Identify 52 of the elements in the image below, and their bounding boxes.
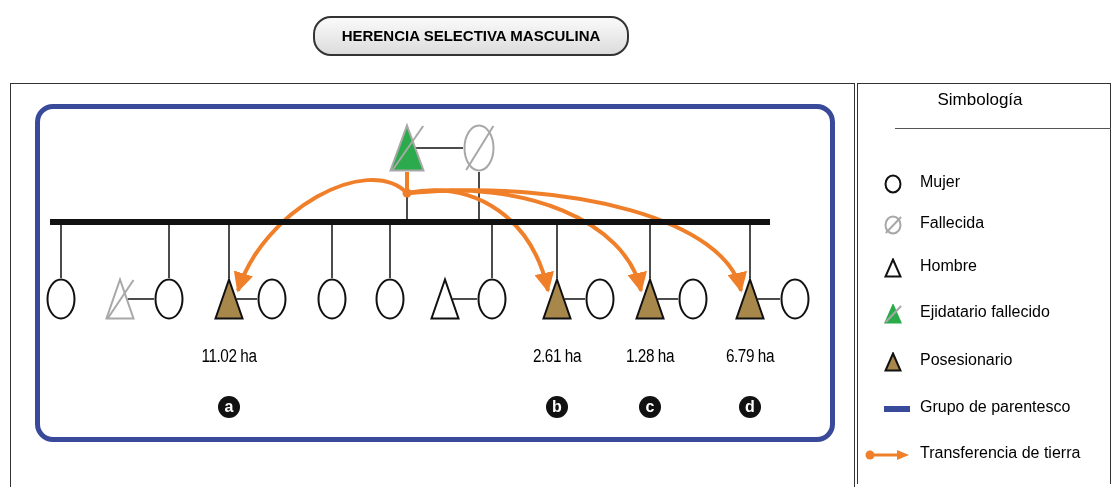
marriage-line — [235, 298, 258, 300]
woman-circle — [477, 278, 507, 320]
deceased-man-triangle — [105, 278, 135, 320]
woman-circle — [46, 278, 76, 320]
deceased-ejidatario-triangle — [389, 124, 425, 172]
descent-line — [478, 171, 480, 220]
woman-circle — [317, 278, 347, 320]
woman-circle — [780, 278, 810, 320]
posesionario-triangle — [735, 278, 765, 320]
descent-line — [556, 224, 558, 279]
marriage-line — [451, 298, 478, 300]
area-label: 2.61 ha — [531, 346, 583, 367]
descent-line — [389, 224, 391, 279]
callout-letter: b — [546, 396, 568, 418]
woman-circle — [257, 278, 287, 320]
descent-line — [649, 224, 651, 279]
area-label: 11.02 ha — [200, 346, 258, 367]
marriage-line — [563, 298, 586, 300]
descent-line — [168, 224, 170, 279]
legend-text: Ejidatario fallecido — [920, 303, 1050, 321]
woman-circle — [678, 278, 708, 320]
marriage-line — [656, 298, 679, 300]
area-label: 1.28 ha — [624, 346, 676, 367]
woman-circle — [585, 278, 615, 320]
callout-letter: a — [218, 396, 240, 418]
marriage-line — [756, 298, 781, 300]
legend-text: Mujer — [920, 173, 960, 191]
marriage-line — [126, 298, 155, 300]
descent-line — [228, 224, 230, 279]
legend-text: Hombre — [920, 257, 977, 275]
descent-line — [331, 224, 333, 279]
posesionario-triangle — [635, 278, 665, 320]
kinship-group-frame — [35, 104, 835, 442]
area-label: 6.79 ha — [724, 346, 776, 367]
marriage-line — [415, 147, 464, 149]
legend-text: Grupo de parentesco — [920, 398, 1071, 416]
callout-letter: d — [739, 396, 761, 418]
woman-circle — [375, 278, 405, 320]
deceased-woman-circle — [463, 124, 495, 172]
title-banner: HERENCIA SELECTIVA MASCULINA — [313, 16, 629, 56]
legend-text: Transferencia de tierra — [920, 444, 1081, 462]
descent-line — [491, 224, 493, 279]
man-triangle — [430, 278, 460, 320]
legend-text: Fallecida — [920, 214, 985, 232]
posesionario-triangle — [542, 278, 572, 320]
woman-circle — [154, 278, 184, 320]
descent-line — [749, 224, 751, 279]
callout-letter: c — [639, 396, 661, 418]
legend-text: Posesionario — [920, 351, 1013, 369]
posesionario-triangle — [214, 278, 244, 320]
descent-line — [60, 224, 62, 279]
legend-title: Simbología — [936, 90, 1024, 110]
